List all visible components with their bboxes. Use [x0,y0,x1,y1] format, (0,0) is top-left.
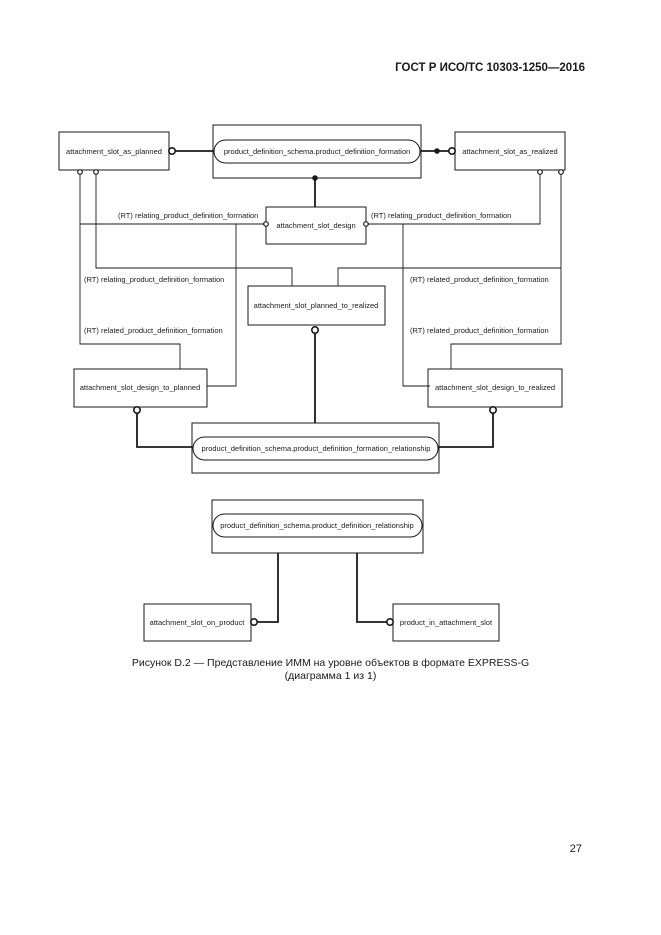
figure-caption: Рисунок D.2 — Представление ИММ на уровн… [131,657,530,669]
end-circle [558,169,564,175]
entity-name-design-to-planned: attachment_slot_design_to_planned [80,383,201,392]
entity-name-planned-to-realized: attachment_slot_planned_to_realized [254,301,379,310]
end-circle [250,617,259,626]
role-label: (RT) relating_product_definition_formati… [118,211,258,220]
entity-name-formation: product_definition_schema.product_defini… [224,147,410,156]
line-rel-onproduct [251,553,279,623]
role-label: (RT) relating_product_definition_formati… [84,275,224,284]
role-label: (RT) related_product_definition_formatio… [410,275,549,284]
entity-name-on-product: attachment_slot_on_product [150,618,246,627]
end-circle [363,221,369,227]
entity-name-design: attachment_slot_design [276,221,355,230]
end-circle [133,405,142,414]
line-planned-ptr [95,172,293,286]
end-circle [77,169,83,175]
entity-attachment-slot-design-to-planned [73,368,208,408]
entity-name-definition-relationship: product_definition_schema.product_defini… [220,521,413,530]
end-circle [93,169,99,175]
end-dot [434,148,440,154]
schema-reference-capsule [213,139,421,164]
end-dot [312,175,318,181]
line-realized-design [366,172,541,225]
end-circle [310,325,319,334]
role-label: (RT) related_product_definition_formatio… [410,326,549,335]
entity-name-as-planned: attachment_slot_as_planned [66,147,162,156]
line-design-dtp [207,223,266,387]
standard-header: ГОСТ Р ИСО/ТС 10303-1250—2016 [395,62,585,74]
end-circle [385,617,394,626]
figure-caption-subtitle: (диаграмма 1 из 1) [284,670,377,682]
line-design-dtr [366,223,430,387]
end-circle [447,147,456,156]
entity-name-in-attachment-slot: product_in_attachment_slot [400,618,493,627]
end-circle [537,169,543,175]
end-circle [488,405,497,414]
relationship-lines [79,172,562,387]
schema-reference-capsule [192,436,439,461]
line-related-dtr [450,268,562,369]
entity-product-definition-formation-relationship [191,422,440,474]
entity-product-definition-relationship [211,499,424,554]
entity-name-design-to-realized: attachment_slot_design_to_realized [435,383,555,392]
role-label: (RT) related_product_definition_formatio… [84,326,223,335]
line-dtr-relationship [438,412,494,448]
entity-name-as-realized: attachment_slot_as_realized [462,147,557,156]
line-rel-inslot [356,553,387,623]
schema-reference-capsule [212,513,423,538]
role-label: (RT) relating_product_definition_formati… [371,211,511,220]
supertype-end-circles [133,147,497,626]
page-number: 27 [569,843,582,855]
entity-name-formation-relationship: product_definition_schema.product_defini… [202,444,431,453]
line-related-dtp [79,224,181,369]
entity-attachment-slot-planned-to-realized [247,285,386,326]
line-realized-ptr [337,172,562,286]
line-dtp-relationship [136,412,193,448]
end-circle [168,147,177,156]
relationship-end-circles [77,169,564,227]
end-circle [263,221,269,227]
